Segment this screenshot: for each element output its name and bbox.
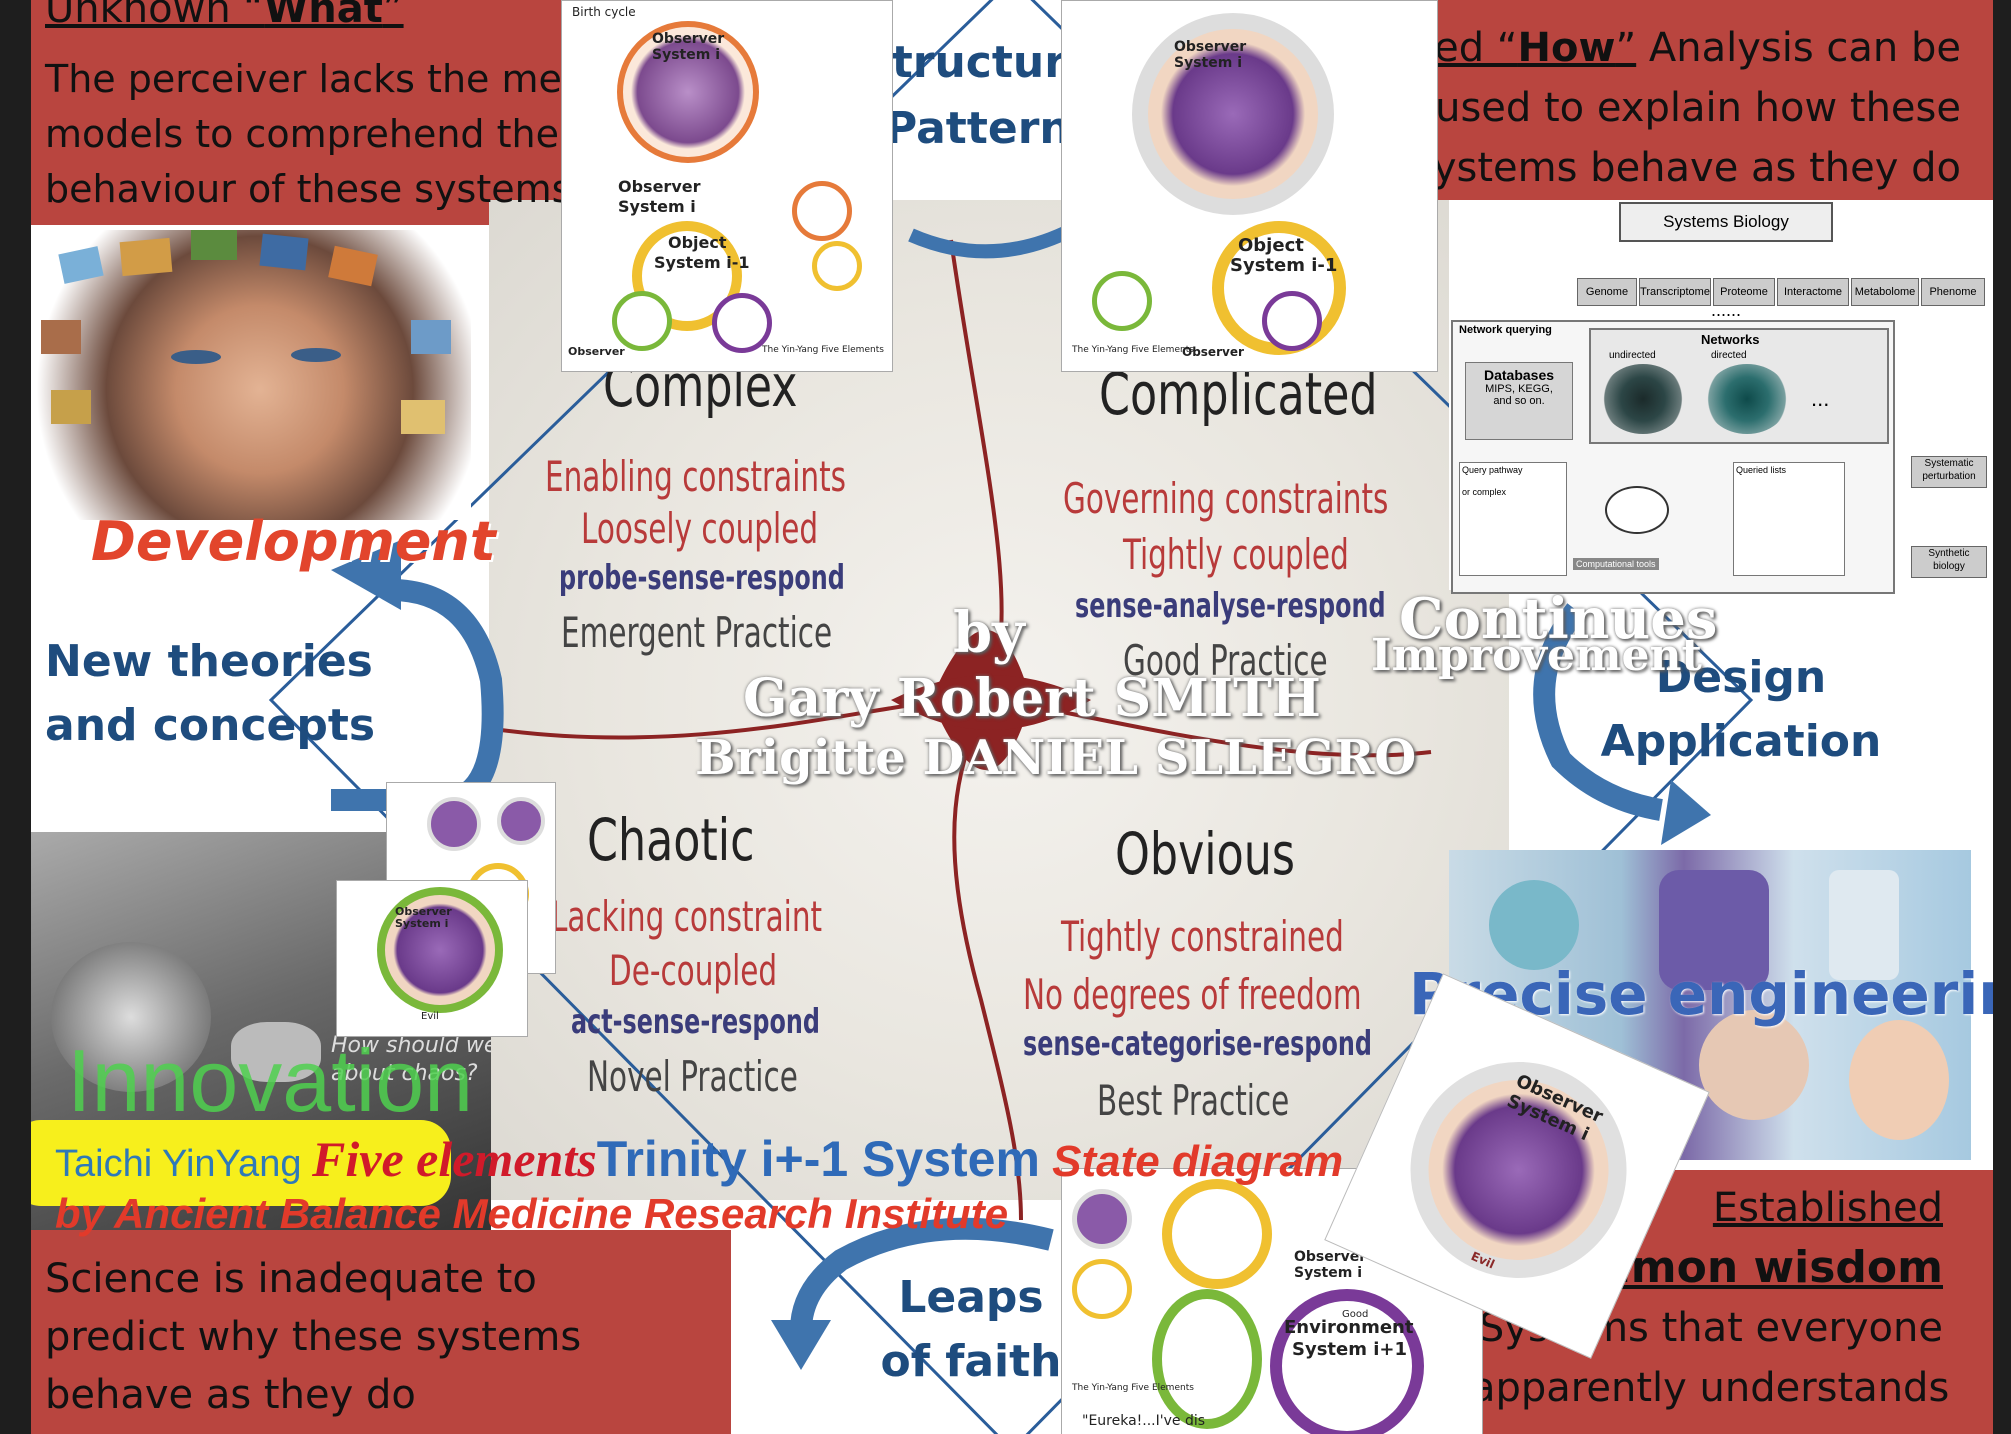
panel-top-left bbox=[31, 0, 631, 225]
banner-line-2: by Ancient Balance Medicine Research Ins… bbox=[55, 1190, 1009, 1237]
right-arrow-head bbox=[1661, 780, 1711, 845]
sb-dots: ...... bbox=[1711, 300, 1742, 320]
new-theories-label: New theories and concepts bbox=[45, 636, 376, 751]
complicated-line-1: Governing constraints bbox=[1063, 474, 1389, 523]
complex-line-2: Loosely coupled bbox=[581, 504, 819, 553]
unknown-what-heading: Unknown “What” bbox=[45, 0, 404, 32]
right-arrow-body bbox=[1533, 603, 1663, 821]
banner-line-1: Taichi YinYang Five elementsTrinity i+-1… bbox=[55, 1131, 1344, 1187]
mini-diagram-left-green: Observer System i Evil bbox=[336, 880, 528, 1037]
obvious-line-4: Best Practice bbox=[1097, 1076, 1290, 1125]
query-pathway-box: Query pathway or complex bbox=[1459, 462, 1567, 576]
nq-label: Network querying bbox=[1459, 324, 1552, 336]
banner-highlight bbox=[31, 1120, 451, 1206]
panel-bottom-left bbox=[31, 1230, 731, 1434]
development-label: Development bbox=[91, 510, 496, 573]
einstein-caption: How should we think about chaos? bbox=[331, 1033, 491, 1086]
center-knot-h bbox=[891, 675, 1091, 730]
complex-line-1: Enabling constraints bbox=[545, 452, 846, 501]
bottom-arrow-body bbox=[790, 1217, 1054, 1331]
diagram-stage: Unknown “What” The perceiver lacks the m… bbox=[31, 0, 1993, 1434]
obvious-title: Obvious bbox=[1115, 820, 1296, 888]
chaotic-title: Chaotic bbox=[587, 806, 755, 874]
chaotic-line-1: Lacking constraint bbox=[551, 892, 823, 941]
design-application-label: Design Application bbox=[1600, 652, 1882, 767]
omic-genome: Genome bbox=[1577, 278, 1637, 306]
complex-line-4: Emergent Practice bbox=[561, 608, 833, 657]
omic-transcriptome: Transcriptome bbox=[1639, 278, 1711, 306]
complicated-line-3: sense-analyse-respond bbox=[1075, 586, 1386, 626]
face-photo bbox=[31, 230, 471, 520]
author-1: Gary Robert SMITH bbox=[743, 668, 1321, 729]
leaps-of-faith-label: Leaps of faith bbox=[880, 1272, 1062, 1387]
innovation-label: Innovation bbox=[67, 1031, 474, 1130]
improvement-label: Improvement bbox=[1371, 630, 1702, 681]
complicated-line-2: Tightly coupled bbox=[1123, 530, 1349, 579]
obvious-line-1: Tightly constrained bbox=[1061, 912, 1344, 961]
eureka-caption: "Eureka!...I've dis bbox=[1082, 1413, 1206, 1429]
undirected-network bbox=[1601, 364, 1685, 434]
chaotic-line-2: De-coupled bbox=[609, 946, 778, 995]
mini-diagram-bottom: Observer System i Environment System i+1… bbox=[1061, 1168, 1483, 1434]
obvious-line-3: sense-categorise-respond bbox=[1023, 1024, 1372, 1064]
mini-diagram-top-right: Observer System i Object System i-1 Obse… bbox=[1061, 0, 1438, 372]
omic-interactome: Interactome bbox=[1777, 278, 1849, 306]
continues-label: Continues bbox=[1399, 586, 1718, 652]
top-arrow-body bbox=[908, 223, 1075, 259]
queried-lists-box: Queried lists bbox=[1733, 462, 1845, 576]
unknown-what-body: The perceiver lacks the mental models to… bbox=[45, 57, 635, 211]
omic-phenome: Phenome bbox=[1921, 278, 1985, 306]
computational-tools-label: Computational tools bbox=[1573, 558, 1659, 570]
networks-box: Networks undirected directed ... bbox=[1589, 328, 1889, 444]
by-label: by bbox=[953, 600, 1025, 666]
databases-box: Databases MIPS, KEGG, and so on. bbox=[1465, 362, 1573, 440]
science-inadequate-text: Science is inadequate to predict why the… bbox=[45, 1256, 582, 1418]
complex-line-3: probe-sense-respond bbox=[559, 558, 845, 598]
obvious-line-2: No degrees of freedom bbox=[1023, 970, 1362, 1019]
directed-network bbox=[1705, 364, 1789, 434]
computer-icon bbox=[1605, 486, 1669, 534]
systems-biology-diagram: Systems Biology Genome Transcriptome Pro… bbox=[1449, 200, 1989, 594]
network-querying-box: Network querying Databases MIPS, KEGG, a… bbox=[1451, 320, 1895, 594]
chaotic-line-4: Novel Practice bbox=[587, 1052, 798, 1101]
author-2: Brigitte DANIEL SLLEGRO bbox=[695, 730, 1417, 786]
bottom-arrow-head bbox=[771, 1320, 831, 1370]
complicated-line-4: Good Practice bbox=[1123, 636, 1328, 685]
omic-proteome: Proteome bbox=[1713, 278, 1775, 306]
chaotic-line-3: act-sense-respond bbox=[571, 1002, 820, 1042]
left-arrow-head bbox=[331, 540, 401, 610]
mini-diagram-top-left: Birth cycle Observer System i Observer S… bbox=[561, 0, 893, 372]
omic-metabolome: Metabolome bbox=[1851, 278, 1919, 306]
sb-title: Systems Biology bbox=[1619, 202, 1833, 242]
sb-omics-row: Genome Transcriptome Proteome Interactom… bbox=[1577, 278, 1987, 306]
